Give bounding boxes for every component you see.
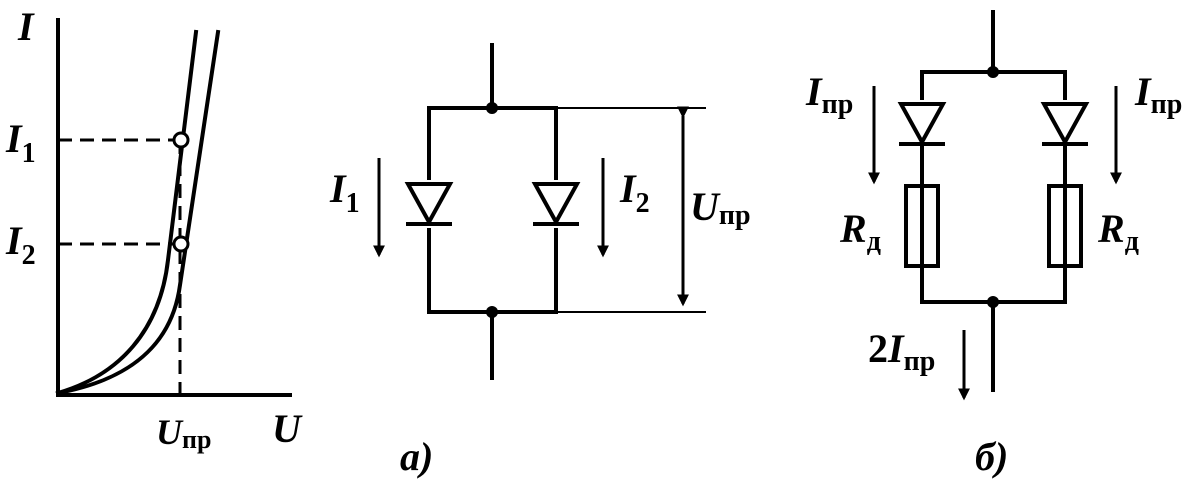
i1-label: I1 [329, 166, 360, 219]
i1-operating-point [172, 131, 190, 149]
iv-curve-1 [55, 29, 199, 396]
left-current-label: Iпр [805, 69, 853, 120]
i2-tick-label: I2 [5, 218, 36, 271]
i2-label: I2 [619, 166, 650, 219]
resistor-left [904, 184, 940, 268]
diode-1 [404, 180, 454, 228]
bottom-node [486, 306, 498, 318]
diode-left [897, 100, 947, 147]
left-resistor-label: Rд [839, 206, 881, 257]
diode-2 [531, 180, 581, 228]
top-node [987, 66, 999, 78]
iv-curve-2 [55, 29, 221, 396]
circuit-b: Iпр Iпр Rд Rд 2Iпр б) [805, 10, 1182, 479]
right-resistor-label: Rд [1097, 206, 1139, 257]
u-tick-label: Uпр [156, 412, 211, 454]
y-axis-label: I [17, 4, 35, 49]
total-current-label: 2Iпр [868, 326, 935, 377]
diode-right [1040, 100, 1090, 147]
x-axis-label: U [272, 406, 303, 451]
resistor-right [1047, 184, 1083, 268]
parallel-loop [427, 106, 558, 314]
right-current-label: Iпр [1134, 69, 1182, 120]
bottom-node [987, 296, 999, 308]
iv-graph: I U I1 I2 Uпр [5, 4, 303, 454]
voltage-label: Uпр [690, 184, 751, 231]
i1-tick-label: I1 [5, 116, 36, 169]
circuit-a: I1 I2 Uпр а) [329, 43, 751, 479]
top-node [486, 102, 498, 114]
caption-a: а) [400, 434, 433, 479]
i2-operating-point [172, 235, 190, 253]
caption-b: б) [975, 434, 1008, 479]
